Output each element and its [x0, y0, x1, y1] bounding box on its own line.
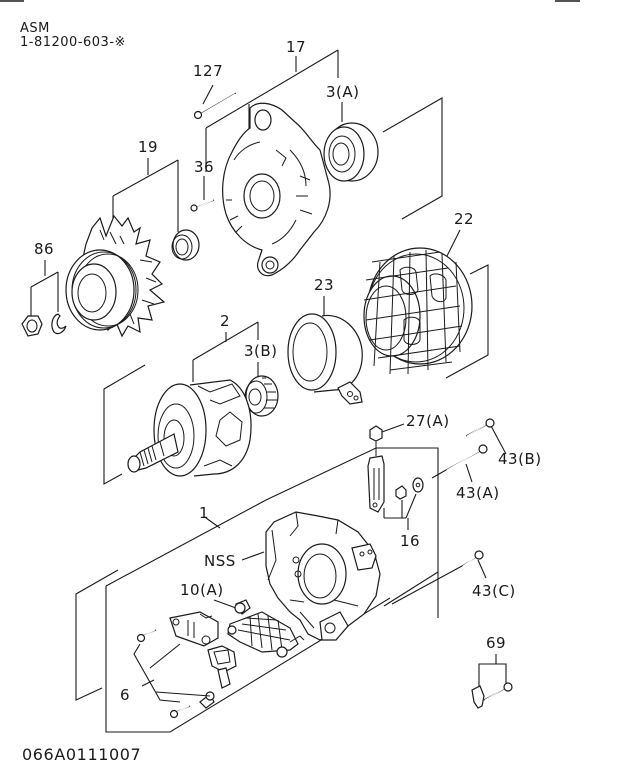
- callout-23: 23: [314, 276, 334, 294]
- callout-43b: 43(B): [498, 450, 542, 468]
- part-69-clip-bolt[interactable]: [471, 682, 513, 709]
- callout-69: 69: [486, 634, 506, 652]
- callout-16-leader: [383, 493, 417, 530]
- callout-86: 86: [34, 240, 54, 258]
- callout-3a: 3(A): [326, 83, 360, 101]
- part-nss-rear-cover[interactable]: [241, 511, 381, 641]
- part-6-regulator[interactable]: [169, 611, 237, 689]
- callout-6: 6: [120, 686, 130, 704]
- part-19-pulley-fan[interactable]: [65, 214, 200, 338]
- part-10a-rectifier[interactable]: [213, 599, 305, 658]
- regulator-screw-top[interactable]: [136, 629, 157, 643]
- assembly-header: ASM 1-81200-603-※: [20, 22, 126, 50]
- callout-17-leader: [205, 49, 339, 172]
- callout-6-leader: [133, 643, 211, 703]
- assembly-title: ASM: [20, 21, 50, 36]
- callout-1: 1: [199, 504, 209, 522]
- callout-10a: 10(A): [180, 581, 224, 599]
- callout-36: 36: [194, 158, 214, 176]
- callout-2-leader: [192, 321, 259, 382]
- callout-86-leader: [30, 260, 59, 318]
- bracket-rear-group: [75, 569, 439, 733]
- callout-27a: 27(A): [406, 412, 450, 430]
- callout-69-leader: [478, 654, 507, 690]
- part-3b-rear-bearing[interactable]: [244, 362, 279, 417]
- callout-nss: NSS: [204, 552, 236, 570]
- regulator-screw-bottom[interactable]: [169, 691, 215, 719]
- callout-43a: 43(A): [456, 484, 500, 502]
- callout-2: 2: [220, 312, 230, 330]
- callout-1-leader: [105, 447, 439, 618]
- bracket-rotor-group: [103, 364, 146, 485]
- part-22-stator[interactable]: [363, 229, 473, 375]
- callout-3b: 3(B): [244, 342, 278, 360]
- part-16-terminal-kit[interactable]: [367, 455, 424, 513]
- callout-127: 127: [193, 62, 223, 80]
- part-127-bolt[interactable]: [193, 84, 237, 120]
- bracket-stator-group: [445, 264, 489, 379]
- callout-19: 19: [138, 138, 158, 156]
- callout-19-leader: [112, 158, 179, 232]
- part-23-field-coil[interactable]: [287, 296, 363, 405]
- bracket-front-group: [382, 97, 443, 220]
- part-2-rotor[interactable]: [127, 379, 252, 477]
- part-43a-through-bolt[interactable]: [431, 444, 488, 483]
- part-17-front-cover[interactable]: [222, 102, 331, 277]
- callout-17: 17: [286, 38, 306, 56]
- assembly-part-number: 1-81200-603-※: [20, 35, 126, 50]
- part-3a-front-bearing[interactable]: [323, 102, 379, 182]
- callout-43c: 43(C): [472, 582, 516, 600]
- part-36-screw[interactable]: [190, 176, 215, 212]
- part-27a-nut[interactable]: [369, 423, 405, 456]
- part-43b-bolt[interactable]: [465, 418, 507, 455]
- diagram-code: 066A0111007: [22, 745, 142, 764]
- part-43c-bolt[interactable]: [391, 550, 487, 605]
- callout-16: 16: [400, 532, 420, 550]
- callout-22: 22: [454, 210, 474, 228]
- part-86-nut-washer[interactable]: [21, 313, 67, 337]
